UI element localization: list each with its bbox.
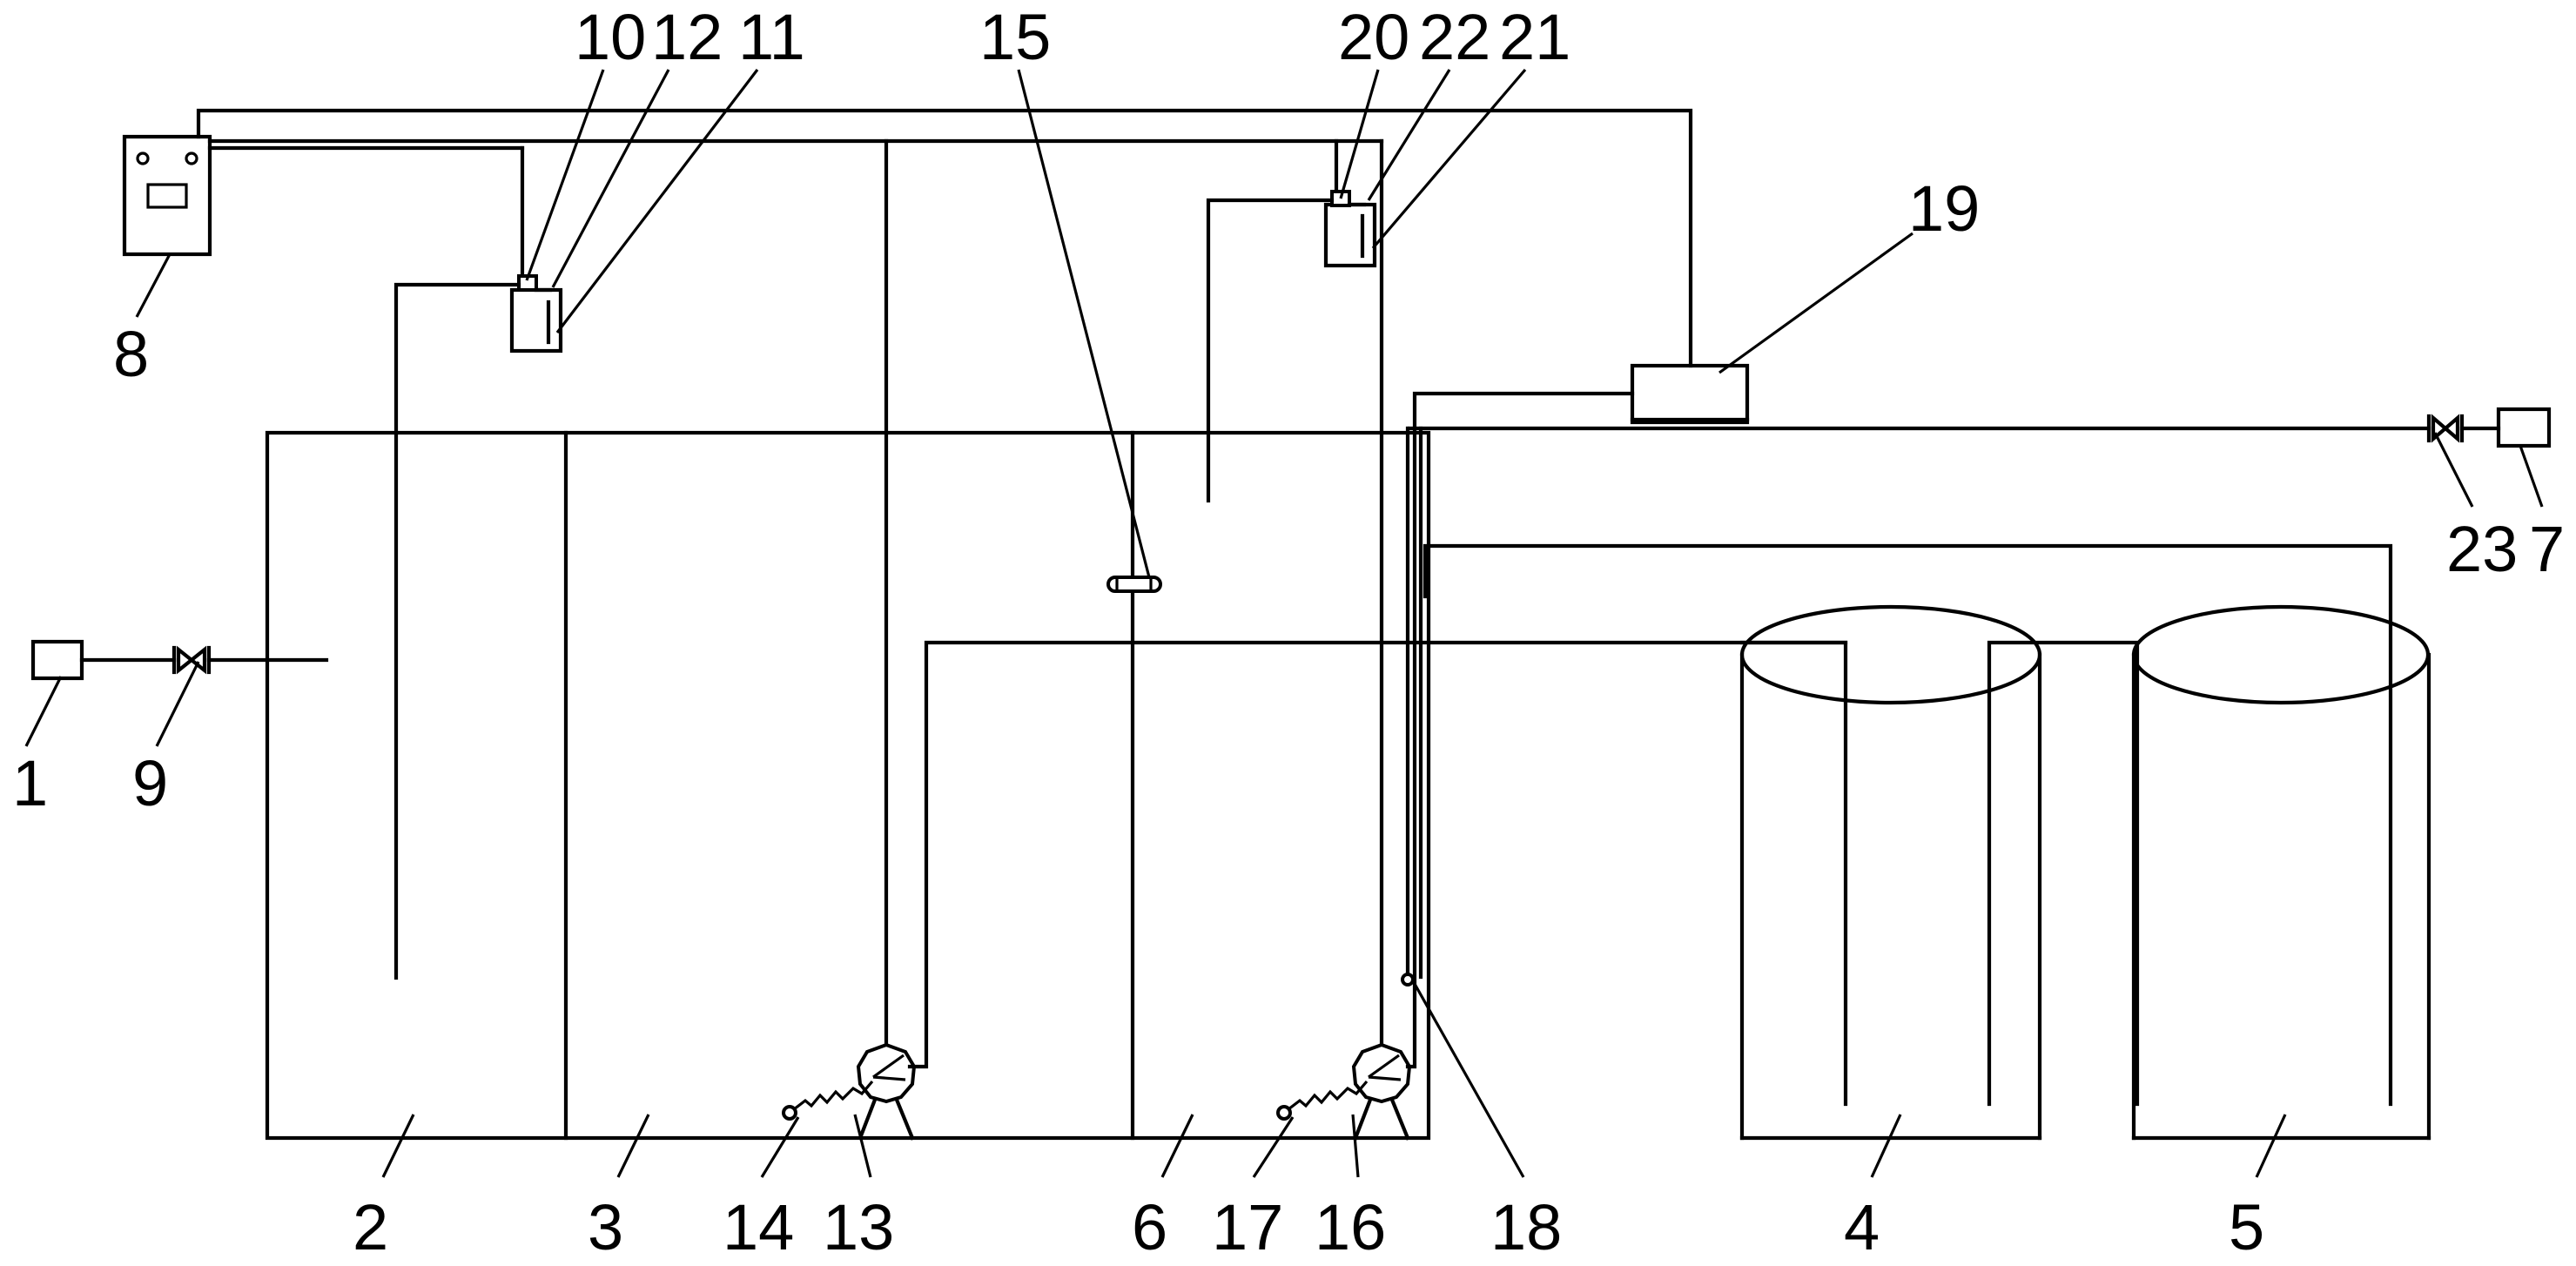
label-10: 10 [575, 1, 646, 73]
label-5: 5 [2229, 1191, 2264, 1263]
label-1: 1 [12, 747, 48, 819]
label-2: 2 [353, 1191, 388, 1263]
inlet-source-1 [30, 639, 329, 681]
label-3: 3 [588, 1191, 623, 1263]
outlet-7 [2496, 407, 2552, 448]
pump-16 [1351, 391, 1635, 1141]
label-23: 23 [2446, 513, 2518, 585]
aerator-14 [782, 1080, 874, 1121]
label-15: 15 [979, 1, 1051, 73]
unit-19 [1407, 363, 2431, 431]
label-19: 19 [1908, 172, 1980, 245]
label-9: 9 [132, 747, 168, 819]
dosing-unit-11 [393, 274, 563, 980]
pump-13 [856, 640, 1848, 1141]
pipe-to-tank-5 [1423, 543, 2393, 1107]
leader-lines [24, 68, 2544, 1178]
controller-8 [122, 134, 212, 257]
label-17: 17 [1212, 1191, 1283, 1263]
tank-4 [1739, 604, 2140, 1141]
valve-23 [2426, 414, 2501, 443]
label-16: 16 [1315, 1191, 1386, 1263]
label-4: 4 [1844, 1191, 1880, 1263]
label-14: 14 [723, 1191, 794, 1263]
valve-9 [172, 645, 212, 675]
label-8: 8 [113, 318, 149, 390]
tank-5 [2131, 604, 2431, 1141]
label-7: 7 [2529, 513, 2565, 585]
label-11: 11 [738, 1, 805, 73]
label-20: 20 [1338, 1, 1409, 73]
reference-numerals: 1 9 8 10 12 11 15 20 22 21 19 23 7 2 3 1… [12, 1, 2565, 1263]
label-6: 6 [1132, 1191, 1167, 1263]
label-21: 21 [1499, 1, 1570, 73]
signal-lines [196, 108, 1693, 1065]
main-tank [265, 430, 1431, 1141]
label-18: 18 [1490, 1191, 1562, 1263]
label-22: 22 [1419, 1, 1490, 73]
probe-18 [1401, 426, 1423, 987]
dosing-unit-21 [1206, 190, 1377, 503]
label-13: 13 [823, 1191, 894, 1263]
label-12: 12 [651, 1, 723, 73]
sensor-15 [1106, 576, 1162, 593]
aerator-17 [1276, 1080, 1369, 1121]
